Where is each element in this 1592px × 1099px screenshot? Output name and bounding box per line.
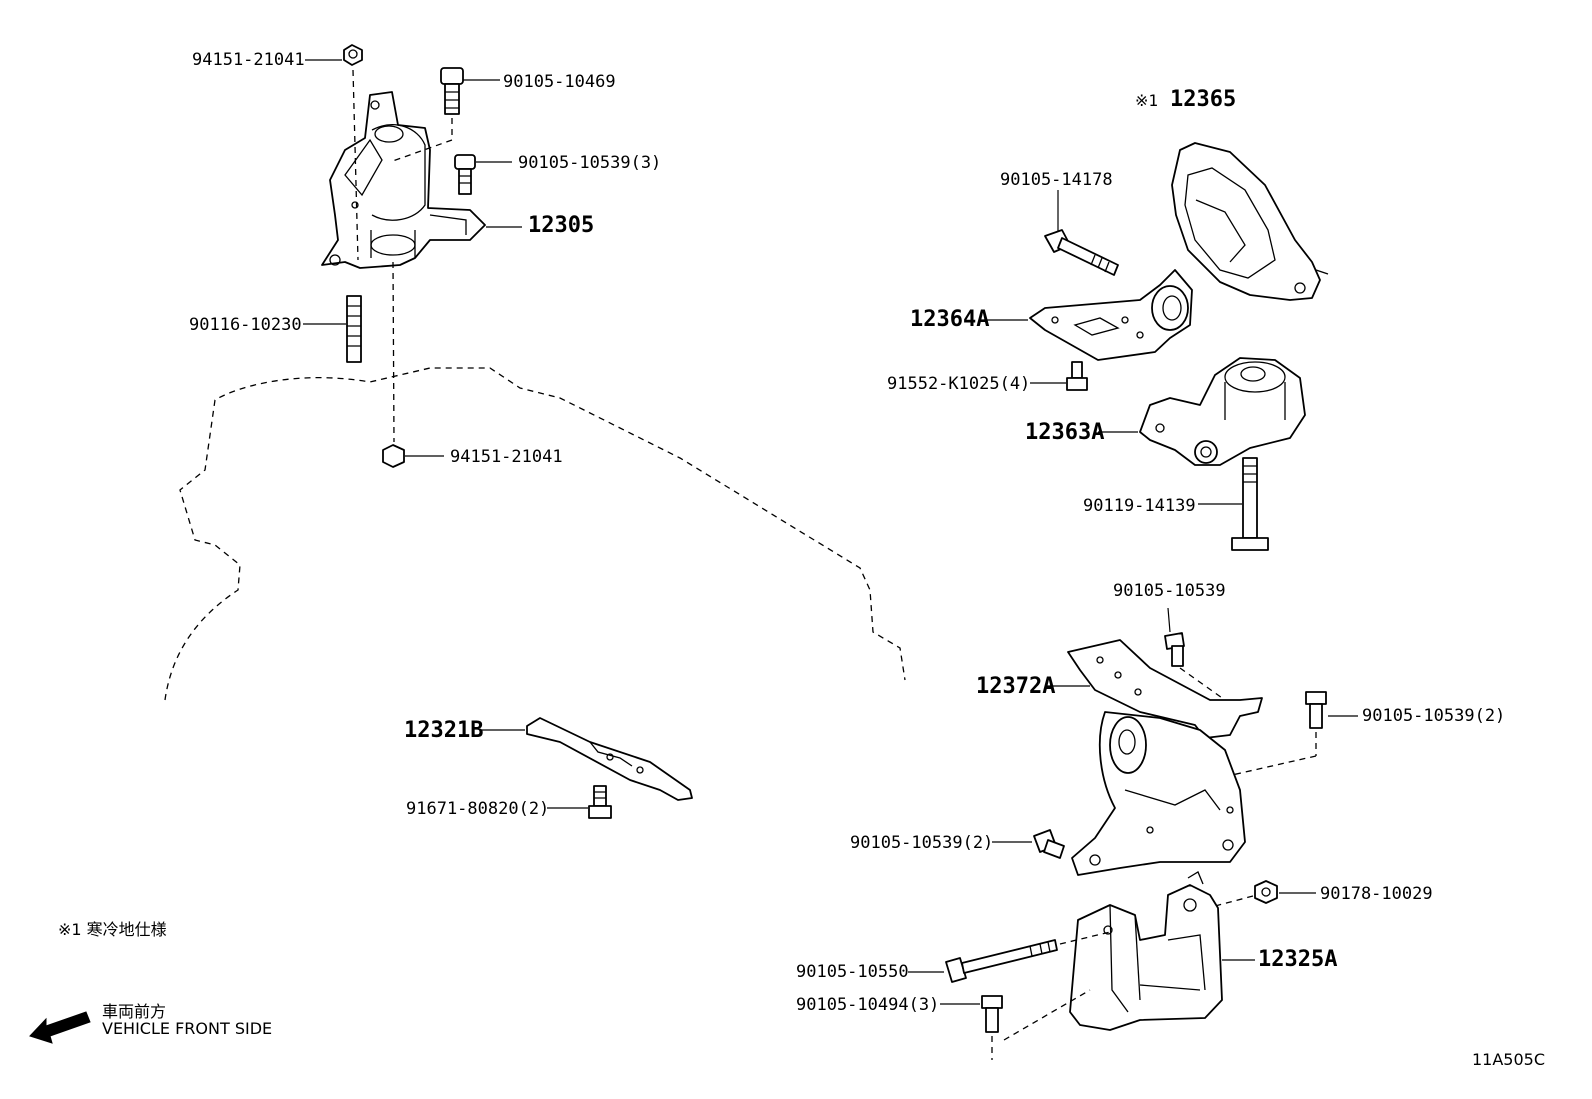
bolt-10550-icon: [945, 939, 1058, 983]
nut-10029-icon: [1254, 880, 1278, 904]
label-bolt-10539-single: 90105-10539: [1113, 581, 1226, 601]
bracket-12321B: [526, 717, 693, 801]
label-bolt-k1025: 91552-K1025(4): [887, 374, 1031, 394]
bolt-80820-icon: [588, 785, 612, 819]
bolt-10539-2-left-icon: [1033, 829, 1065, 859]
mount-12305: [321, 91, 486, 269]
drawing-code: 11A505C: [1472, 1050, 1546, 1069]
note-front-jp: 車両前方: [102, 1002, 167, 1021]
note-front-en: VEHICLE FRONT SIDE: [102, 1019, 273, 1038]
label-bolt-10494: 90105-10494(3): [796, 995, 940, 1015]
nut-lower-icon: [382, 444, 405, 468]
note-cold-spec: ※1 寒冷地仕様: [58, 920, 167, 939]
label-bolt-14178: 90105-14178: [1000, 170, 1113, 190]
arrow-left-icon: [29, 1011, 91, 1044]
label-part-12365: 12365: [1170, 87, 1237, 112]
label-part-12321B: 12321B: [404, 718, 484, 743]
label-bolt-10539-2-right: 90105-10539(2): [1362, 706, 1506, 726]
bracket-12364A: [1029, 269, 1193, 361]
label-bolt-10539-3: 90105-10539(3): [518, 153, 662, 173]
label-bolt-10539-2-left: 90105-10539(2): [850, 833, 994, 853]
label-nut-top: 94151-21041: [192, 50, 305, 70]
bolt-10539-2-right-icon: [1305, 691, 1327, 729]
bracket-12372A: [1067, 639, 1263, 739]
bolt-10469-icon: [440, 67, 464, 115]
label-part-12305: 12305: [528, 213, 595, 238]
label-part-12372A: 12372A: [976, 674, 1056, 699]
label-bolt-80820: 91671-80820(2): [406, 799, 550, 819]
label-part-12364A: 12364A: [910, 307, 990, 332]
label-bolt-10550: 90105-10550: [796, 962, 909, 982]
label-bolt-14139: 90119-14139: [1083, 496, 1196, 516]
bolt-10539-single-icon: [1164, 632, 1185, 667]
stud-10230-icon: [346, 295, 362, 363]
label-part-12325A: 12325A: [1258, 947, 1338, 972]
bolt-14139-icon: [1231, 457, 1269, 551]
mount-12325A: [1069, 871, 1223, 1031]
frame-lower: [1071, 711, 1246, 876]
label-stud-10230: 90116-10230: [189, 315, 302, 335]
cover-12365: [1171, 142, 1329, 301]
label-nut-10029: 90178-10029: [1320, 884, 1433, 904]
engine-outline: [164, 367, 906, 701]
bolt-k1025-icon: [1066, 361, 1088, 391]
label-bolt-10469: 90105-10469: [503, 72, 616, 92]
bolt-14178-icon: [1044, 229, 1119, 276]
mount-12363A: [1139, 357, 1306, 466]
bolt-10539-3-icon: [454, 154, 476, 195]
label-note-mark: ※1: [1135, 91, 1159, 110]
bolt-10494-icon: [981, 995, 1003, 1033]
label-nut-lower: 94151-21041: [450, 447, 563, 467]
label-part-12363A: 12363A: [1025, 420, 1105, 445]
nut-top-icon: [343, 44, 363, 66]
